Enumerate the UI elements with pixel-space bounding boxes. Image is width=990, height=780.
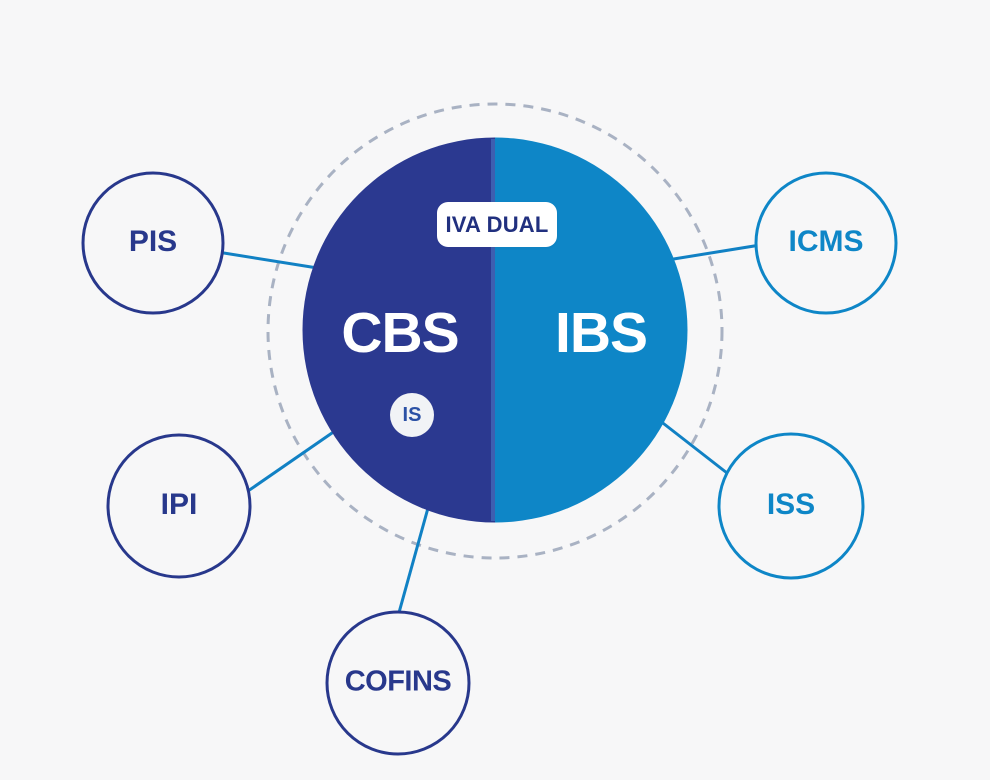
satellite-label-icms: ICMS	[788, 225, 864, 258]
iva-dual-badge-label: IVA DUAL	[445, 211, 549, 237]
satellite-circle-cofins	[325, 610, 471, 756]
satellite-label-pis: PIS	[128, 225, 178, 258]
satellite-circle-iss	[717, 432, 865, 580]
satellite-circle-ipi	[106, 433, 252, 579]
satellite-circle-icms	[754, 171, 898, 315]
satellite-label-iss: ISS	[766, 488, 816, 521]
satellite-circle-pis	[81, 171, 225, 315]
satellite-label-cofins: COFINS	[344, 665, 452, 698]
connector-line-ipi	[234, 422, 346, 502]
connector-line-pis	[204, 248, 331, 272]
connector-line-cofins	[393, 489, 435, 628]
satellite-label-ipi: IPI	[160, 488, 198, 521]
orbit-dashed-circle	[266, 102, 724, 560]
cbs-label: CBS	[341, 301, 459, 365]
iva-dual-badge: IVA DUAL	[437, 202, 557, 247]
is-badge-label: IS	[402, 403, 422, 426]
ibs-label: IBS	[554, 301, 648, 365]
is-badge: IS	[390, 393, 434, 437]
